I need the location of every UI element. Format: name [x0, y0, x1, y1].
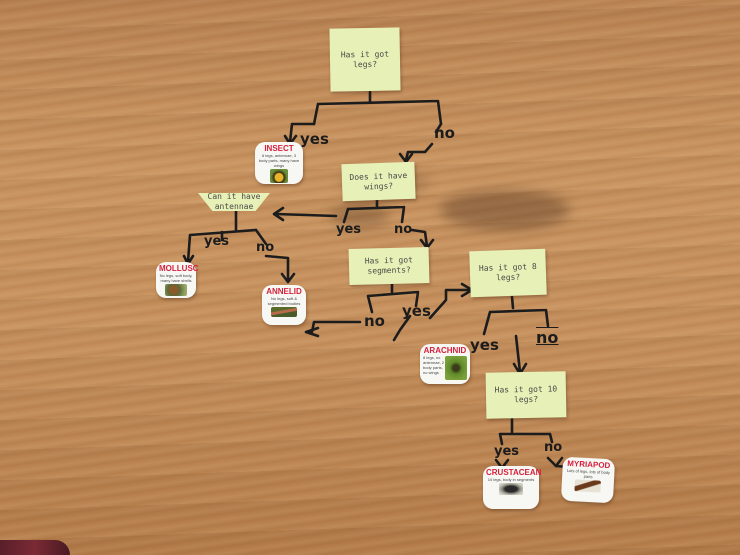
segments-no-label: no — [364, 312, 385, 330]
segments-question-text: Has it got segments? — [364, 255, 414, 276]
ten-legs-yes-label: yes — [494, 444, 520, 459]
arachnid-card-title: ARACHNID — [423, 346, 467, 355]
snail-photo-icon — [165, 284, 187, 296]
wings-question-text: Does it have wings? — [349, 170, 408, 191]
antennae-question-text: Can it have antennae — [207, 192, 261, 211]
insect-card-title: INSECT — [264, 144, 294, 153]
legs-question-text: Has it got legs? — [340, 49, 390, 69]
mollusc-card-desc: No legs, soft body, many have shells — [159, 273, 193, 283]
antennae-question-note: Can it have antennae — [198, 193, 270, 211]
crustacean-card-title: CRUSTACEAN — [486, 468, 542, 477]
myriapod-card-desc: Lots of legs, lots of body parts — [566, 467, 611, 480]
wings-no-label: no — [394, 222, 413, 237]
table-smudge — [440, 190, 570, 230]
annelid-card: ANNELID No legs, soft & segmented bodies — [262, 285, 306, 325]
woodlouse-photo-icon — [499, 483, 523, 495]
ten-legs-no-label: no — [544, 440, 563, 455]
antennae-no-label: no — [256, 240, 275, 255]
mollusc-card: MOLLUSC No legs, soft body, many have sh… — [156, 262, 199, 298]
eight-legs-question-text: Has it got 8 legs? — [478, 261, 537, 283]
red-cloth-corner — [0, 540, 70, 555]
segments-question-note: Has it got segments? — [348, 246, 430, 286]
eight-legs-question-note: Has it got 8 legs? — [469, 248, 547, 298]
worm-photo-icon — [271, 307, 297, 317]
myriapod-card: MYRIAPOD Lots of legs, lots of body part… — [560, 456, 616, 504]
centipede-photo-icon — [574, 479, 601, 493]
spider-photo-icon — [445, 356, 467, 380]
insect-card: INSECT 6 legs, antennae, 3 body parts, m… — [255, 142, 303, 184]
ten-legs-question-text: Has it got 10 legs? — [494, 384, 558, 405]
eight-legs-yes-label: yes — [470, 336, 499, 354]
crustacean-card-desc: 10 legs, body in segments — [487, 477, 535, 482]
wings-yes-label: yes — [336, 222, 362, 237]
top-no-label: no — [434, 124, 455, 142]
bee-photo-icon — [270, 169, 288, 183]
top-yes-label: yes — [300, 130, 329, 148]
ten-legs-question-note: Has it got 10 legs? — [485, 371, 567, 419]
insect-card-desc: 6 legs, antennae, 3 body parts, many hav… — [258, 153, 300, 168]
wings-question-note: Does it have wings? — [341, 161, 416, 202]
segments-yes-label: yes — [402, 302, 431, 320]
arachnid-card: ARACHNID 8 legs, no antennae, 2 body par… — [420, 344, 470, 384]
legs-question-note: Has it got legs? — [329, 27, 401, 92]
annelid-card-desc: No legs, soft & segmented bodies — [267, 296, 301, 306]
mollusc-card-title: MOLLUSC — [159, 264, 199, 273]
annelid-card-title: ANNELID — [266, 287, 302, 296]
eight-legs-no-label: no — [536, 328, 559, 347]
antennae-yes-label: yes — [204, 234, 230, 249]
crustacean-card: CRUSTACEAN 10 legs, body in segments — [483, 466, 542, 509]
arachnid-card-desc: 8 legs, no antennae, 2 body parts, no wi… — [423, 355, 445, 375]
